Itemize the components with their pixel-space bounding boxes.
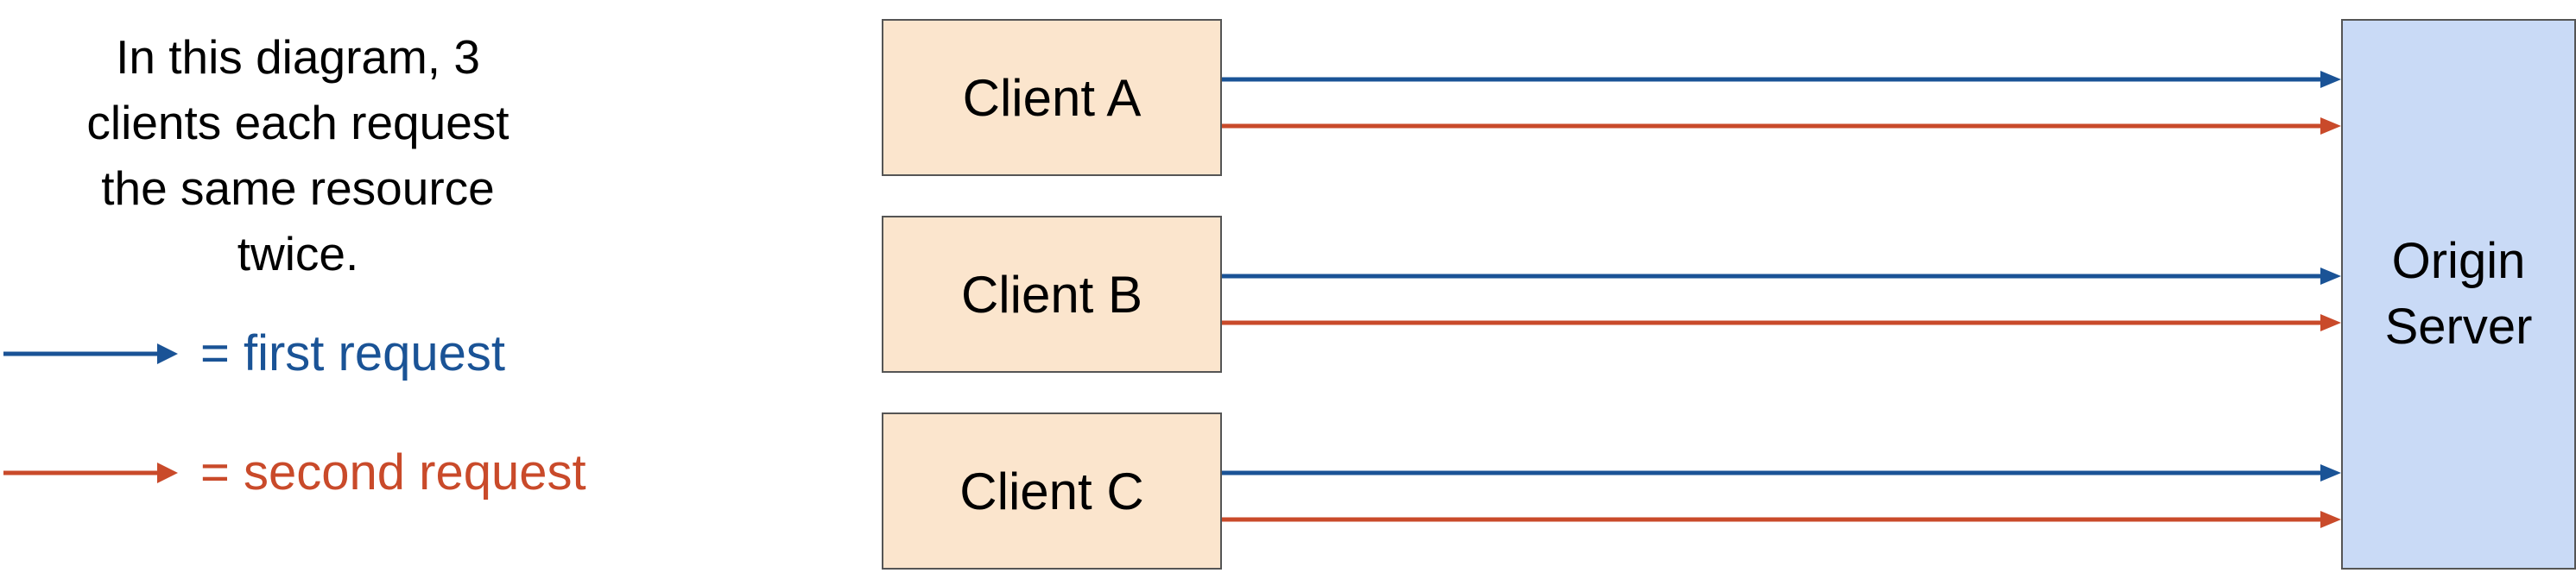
legend-first-arrow-icon xyxy=(3,343,178,364)
client-a-label: Client A xyxy=(962,68,1142,127)
intro-line-3: the same resource xyxy=(101,161,495,215)
server-label-line-2: Server xyxy=(2384,299,2533,355)
client-b-box: Client B xyxy=(882,216,1222,373)
client-a-box: Client A xyxy=(882,19,1222,176)
legend-second-arrow-icon xyxy=(3,463,178,483)
client-c-box: Client C xyxy=(882,412,1222,570)
client-a-first-arrowhead-icon xyxy=(2320,71,2341,88)
origin-server-box: Origin Server xyxy=(2341,19,2576,570)
client-a-second-arrowhead-icon xyxy=(2320,117,2341,135)
server-label-line-1: Origin xyxy=(2391,233,2526,289)
intro-line-4: twice. xyxy=(237,227,359,280)
client-b-second-arrowhead-icon xyxy=(2320,314,2341,331)
client-b-label: Client B xyxy=(960,265,1143,324)
intro-line-2: clients each request xyxy=(86,96,510,149)
legend-second-label: = second request xyxy=(200,444,586,501)
client-c-label: Client C xyxy=(959,462,1144,520)
client-c-first-arrowhead-icon xyxy=(2320,464,2341,482)
intro-text: In this diagram, 3 clients each request … xyxy=(0,24,596,286)
legend-first-label: = first request xyxy=(200,325,505,381)
client-b-first-arrowhead-icon xyxy=(2320,268,2341,285)
intro-line-1: In this diagram, 3 xyxy=(116,30,480,84)
client-c-second-arrowhead-icon xyxy=(2320,511,2341,528)
